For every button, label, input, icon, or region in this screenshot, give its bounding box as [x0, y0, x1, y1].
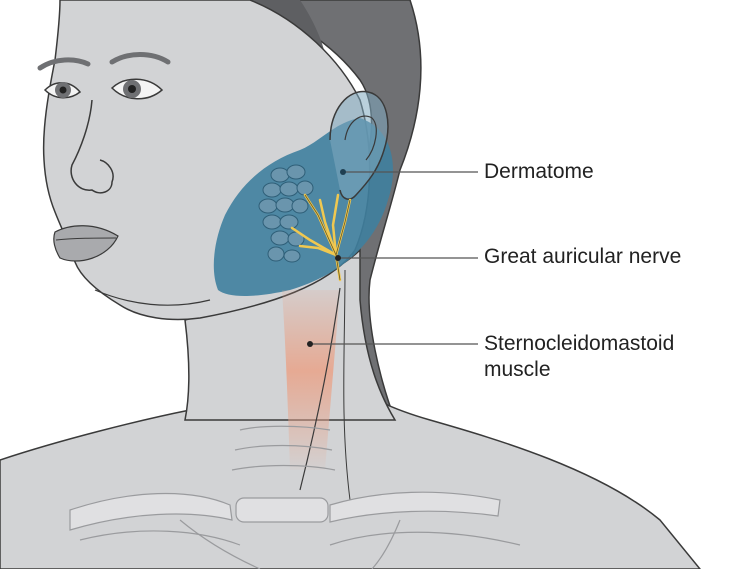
lips: [53, 225, 119, 262]
left-eye-icon: [43, 82, 82, 99]
dermatome-label: Dermatome: [484, 160, 594, 183]
right-eye-icon: [110, 78, 164, 100]
parotid-gland: [258, 164, 314, 263]
great-auricular-nerve-label: Great auricular nerve: [484, 245, 682, 268]
skeleton-outline: [69, 425, 521, 569]
jaw-line: [94, 289, 211, 306]
sternocleidomastoid-label-line1: Sternocleidomastoid: [484, 332, 675, 355]
dermatome-pointer-dot: [340, 169, 346, 175]
sternocleidomastoid-label-line2: muscle: [484, 358, 551, 381]
sternocleidomastoid-muscle: [282, 290, 340, 470]
nerve-pointer-dot: [335, 255, 341, 261]
sternocleidomastoid-label: Sternocleidomastoid muscle: [484, 331, 674, 383]
nose: [70, 99, 114, 194]
left-eyebrow: [37, 57, 91, 71]
muscle-pointer-dot: [307, 341, 313, 347]
right-eyebrow: [109, 52, 171, 65]
hair-top: [220, 0, 330, 90]
leader-lines: [310, 171, 478, 345]
